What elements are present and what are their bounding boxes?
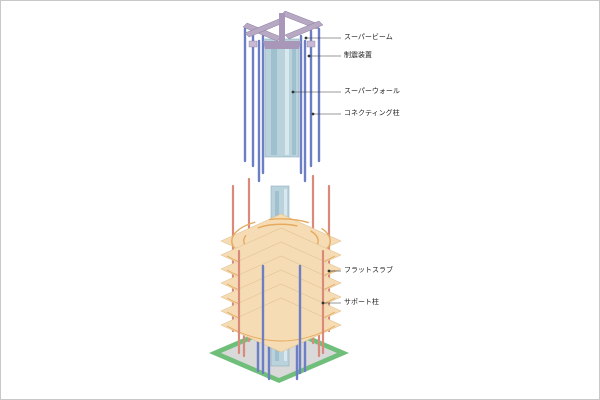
leader-dot-icon: [311, 112, 315, 116]
label-flat-slab: フラットスラブ: [344, 266, 393, 274]
label-support-column: サポート柱: [344, 298, 379, 306]
leader-dot-icon: [304, 36, 308, 40]
label-seismic-device: 制震装置: [344, 51, 372, 59]
leader-dot-icon: [291, 90, 295, 94]
flat-slabs: [220, 213, 342, 353]
leader-lines: [293, 37, 341, 304]
leader-dot-icon: [327, 269, 331, 273]
label-connecting-column: コネクティング柱: [344, 109, 400, 117]
front-connecting-columns: [261, 264, 302, 375]
leader-dots: [291, 36, 331, 305]
upper-connecting-columns: [243, 27, 321, 183]
leader-dot-icon: [321, 301, 325, 305]
super-wall-core: [264, 38, 300, 158]
super-beams: [242, 10, 324, 49]
label-super-wall: スーパーウォール: [344, 87, 400, 95]
seismic-devices: [248, 40, 316, 48]
label-super-beam: スーパービーム: [344, 33, 393, 41]
leader-dot-icon: [307, 54, 311, 58]
